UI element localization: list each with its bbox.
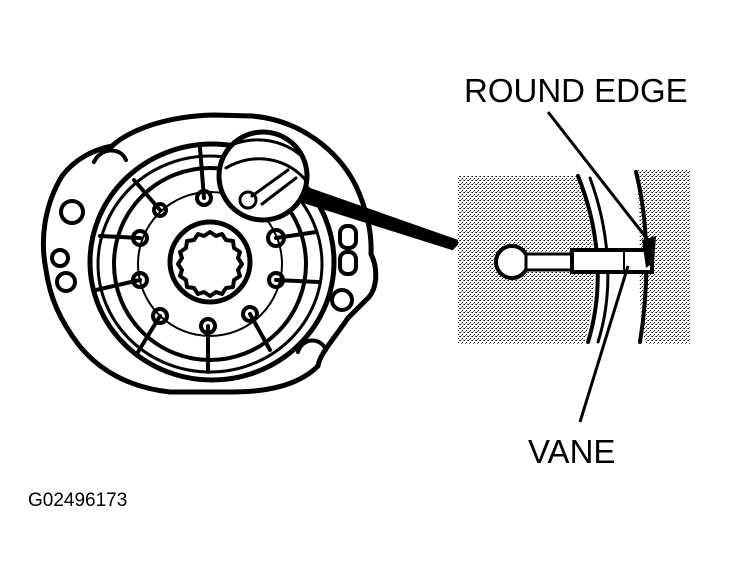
vane-3-end bbox=[131, 229, 149, 247]
vane-part bbox=[494, 244, 654, 280]
housing-notch-bottom-right bbox=[296, 338, 328, 354]
vane-2-end bbox=[152, 202, 168, 218]
leader-lines bbox=[546, 111, 650, 423]
figure-id: G02496173 bbox=[28, 490, 127, 511]
vane-label: VANE bbox=[528, 433, 615, 470]
round-edge-label: ROUND EDGE bbox=[464, 72, 688, 109]
vane-8-end bbox=[267, 271, 285, 289]
hub-outer bbox=[167, 219, 253, 305]
pump-housing-view bbox=[40, 112, 379, 395]
rotor-vanes bbox=[94, 146, 320, 374]
vane-tip bbox=[642, 236, 656, 268]
magnifier bbox=[216, 129, 310, 223]
bolt-hole-left-lower-b bbox=[55, 271, 77, 293]
bolt-hole-right bbox=[330, 288, 354, 312]
vane-9-end bbox=[266, 228, 286, 248]
housing-notch-top-left bbox=[92, 148, 128, 164]
vane-shank bbox=[524, 252, 574, 272]
vane-round-base bbox=[494, 244, 530, 280]
housing-outline bbox=[40, 112, 379, 395]
vane-4-end bbox=[131, 271, 149, 289]
slot-right-b bbox=[338, 250, 358, 276]
vane-1-end bbox=[195, 189, 213, 207]
cam-ring-outer bbox=[87, 141, 337, 383]
bolt-hole-left bbox=[59, 199, 85, 225]
vane-5-end bbox=[151, 307, 169, 325]
hub-spline bbox=[176, 230, 244, 298]
stipple-right bbox=[636, 170, 690, 344]
bolt-hole-left-lower-a bbox=[50, 248, 70, 268]
vane-6-end bbox=[199, 317, 217, 335]
vane-leader bbox=[578, 265, 630, 423]
round-edge-leader bbox=[546, 111, 650, 241]
vane-detail-view bbox=[458, 170, 690, 344]
vane-blade bbox=[570, 248, 654, 274]
slot-right-a bbox=[338, 224, 358, 250]
vane-7-end bbox=[241, 305, 259, 323]
